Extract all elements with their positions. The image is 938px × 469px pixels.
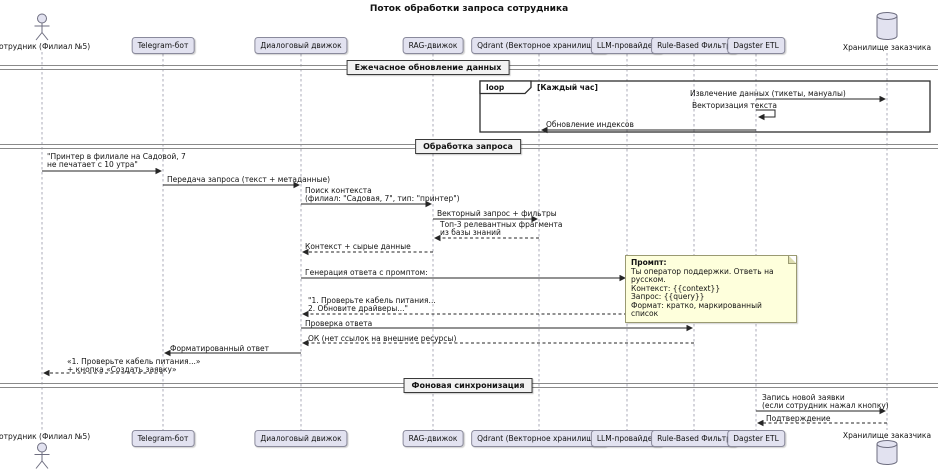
participant-qdrant: Qdrant (Векторное хранилище) bbox=[471, 37, 607, 54]
note-prompt: Промпт: Ты оператор поддержки. Ответь на… bbox=[625, 255, 797, 323]
participant-telegram-bot-bottom: Telegram-бот bbox=[131, 430, 195, 447]
message-vectorize-text: Векторизация текста bbox=[692, 101, 777, 110]
message-confirmation: Подтверждение bbox=[766, 414, 831, 423]
participant-qdrant-bottom: Qdrant (Векторное хранилище) bbox=[471, 430, 607, 447]
participant-user-label-bottom: Сотрудник (Филиал №5) bbox=[0, 432, 91, 441]
divider-hourly-update: Ежечасное обновление данных bbox=[346, 60, 510, 75]
message-top3-fragments: Топ-3 релевантных фрагмента из базы знан… bbox=[440, 220, 563, 237]
database-icon-bottom bbox=[876, 440, 898, 465]
message-user-request: "Принтер в филиале на Садовой, 7 не печа… bbox=[47, 152, 186, 169]
message-generate-answer: Генерация ответа с промптом: bbox=[305, 268, 428, 277]
loop-condition: [Каждый час] bbox=[537, 83, 598, 92]
actor-icon-bottom bbox=[34, 442, 50, 469]
loop-keyword: loop bbox=[486, 83, 505, 92]
participant-dagster-etl-bottom: Dagster ETL bbox=[727, 430, 785, 447]
participant-rag-engine: RAG-движок bbox=[402, 37, 464, 54]
message-vector-query: Векторный запрос + фильтры bbox=[437, 209, 557, 218]
actor-icon bbox=[34, 13, 50, 41]
message-check-ok: ОК (нет ссылок на внешние ресурсы) bbox=[308, 334, 457, 343]
diagram-title: Поток обработки запроса сотрудника bbox=[369, 4, 569, 14]
loop-frame bbox=[479, 80, 931, 133]
participant-rule-filter-bottom: Rule-Based Фильтр bbox=[651, 430, 737, 447]
participant-customer-storage-label-bottom: Хранилище заказчика bbox=[842, 431, 932, 440]
note-fold-corner-icon bbox=[788, 256, 796, 264]
message-llm-answer: "1. Проверьте кабель питания... 2. Обнов… bbox=[308, 296, 436, 313]
participant-dialog-engine: Диалоговый движок bbox=[254, 37, 348, 54]
message-forward-request: Передача запроса (текст + метаданные) bbox=[167, 175, 331, 184]
participant-dialog-engine-bottom: Диалоговый движок bbox=[254, 430, 348, 447]
note-prompt-heading: Промпт: bbox=[631, 258, 667, 267]
message-formatted-answer: Форматированный ответ bbox=[170, 344, 270, 353]
message-extract-data: Извлечение данных (тикеты, мануалы) bbox=[690, 89, 846, 98]
participant-llm-provider-bottom: LLM-провайдер bbox=[590, 430, 664, 447]
message-update-indexes: Обновление индексов bbox=[546, 120, 634, 129]
participant-dagster-etl: Dagster ETL bbox=[727, 37, 785, 54]
message-write-ticket: Запись новой заявки (если сотрудник нажа… bbox=[762, 393, 889, 410]
participant-rag-engine-bottom: RAG-движок bbox=[402, 430, 464, 447]
loop-tag-pentagon bbox=[479, 80, 532, 95]
participant-telegram-bot: Telegram-бот bbox=[131, 37, 195, 54]
message-answer-to-user: «1. Проверьте кабель питания...» + кнопк… bbox=[67, 357, 201, 374]
database-icon bbox=[876, 12, 898, 40]
participant-customer-storage-label: Хранилище заказчика bbox=[842, 43, 932, 52]
arrow-vectorize-self bbox=[756, 109, 776, 121]
participant-rule-filter: Rule-Based Фильтр bbox=[651, 37, 737, 54]
message-check-answer: Проверка ответа bbox=[305, 319, 373, 328]
divider-background-sync: Фоновая синхронизация bbox=[403, 378, 533, 393]
note-prompt-body: Ты оператор поддержки. Ответь на русском… bbox=[631, 266, 774, 318]
participant-user-label: Сотрудник (Филиал №5) bbox=[0, 42, 91, 51]
message-context-search: Поиск контекста (филиал: "Садовая, 7", т… bbox=[305, 186, 460, 203]
divider-request-processing: Обработка запроса bbox=[415, 139, 521, 154]
message-context-raw-data: Контекст + сырые данные bbox=[305, 242, 411, 251]
